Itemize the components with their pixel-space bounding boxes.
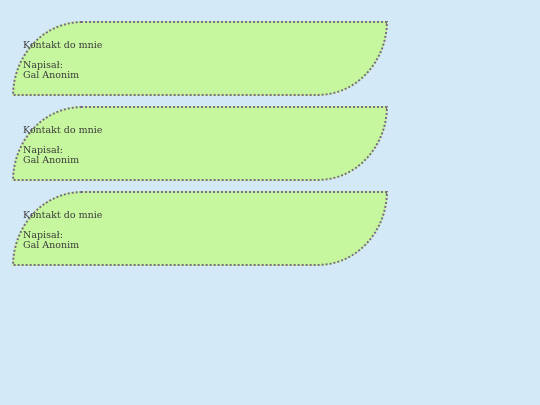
post-author: Napisał: Gal Anonim — [23, 61, 79, 81]
post-card: Kontakt do mnie Napisał: Gal Anonim — [12, 191, 388, 266]
post-title: Kontakt do mnie — [23, 125, 103, 136]
post-author: Napisał: Gal Anonim — [23, 231, 79, 251]
post-card: Kontakt do mnie Napisał: Gal Anonim — [12, 21, 388, 96]
post-title: Kontakt do mnie — [23, 210, 103, 221]
post-author: Napisał: Gal Anonim — [23, 146, 79, 166]
author-label: Napisał: — [23, 60, 63, 71]
author-name: Gal Anonim — [23, 70, 80, 81]
author-label: Napisał: — [23, 230, 63, 241]
author-name: Gal Anonim — [23, 155, 80, 166]
author-label: Napisał: — [23, 145, 63, 156]
post-title: Kontakt do mnie — [23, 40, 103, 51]
author-name: Gal Anonim — [23, 240, 80, 251]
post-card: Kontakt do mnie Napisał: Gal Anonim — [12, 106, 388, 181]
